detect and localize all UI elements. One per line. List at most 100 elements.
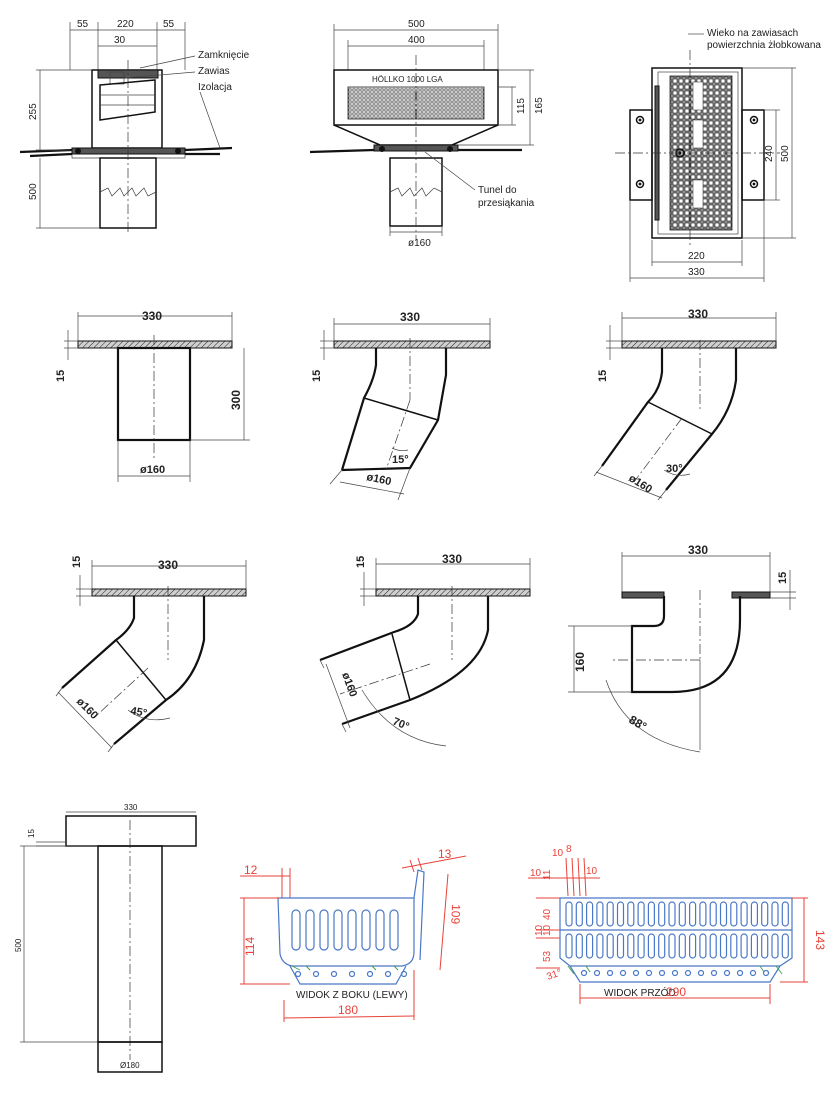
- dim-angle-31: 31°: [545, 967, 563, 983]
- dim-top-10b: 10: [530, 868, 542, 879]
- elbow-15: 330 15 15° ø160: [311, 310, 491, 501]
- basket-hole: [580, 969, 588, 977]
- basket-hole: [593, 969, 601, 977]
- dim-220: 220: [117, 19, 134, 30]
- basket-slot: [730, 901, 738, 927]
- housing-body: [91, 69, 163, 149]
- basket-hole: [762, 969, 770, 977]
- basket-slot: [761, 933, 769, 959]
- holes-front: [580, 969, 770, 977]
- basket-side-view: 12 13 114: [240, 847, 467, 1022]
- basket-outline: [277, 897, 415, 967]
- basket-slot: [616, 933, 625, 959]
- basket-slot: [637, 933, 645, 959]
- basket-slot: [719, 933, 728, 959]
- basket-hole: [710, 969, 718, 977]
- dim-flange: 15: [597, 370, 609, 382]
- view2-front-drawing: 500 400 HÖLLKO 1000 LGA ø160 115 165 Tun…: [309, 19, 545, 249]
- basket-slot: [771, 901, 779, 927]
- insulation-right: [184, 146, 233, 152]
- flange-left: [621, 591, 665, 599]
- flange: [333, 340, 491, 349]
- dim-diameter: ø160: [140, 464, 165, 476]
- dim-angle: 88°: [627, 712, 650, 733]
- basket-slot: [709, 933, 717, 959]
- label-wieko-2: powierzchnia żłobkowana: [707, 40, 821, 51]
- dim-114: 114: [243, 937, 257, 956]
- basket-hole: [619, 969, 627, 977]
- basket-slot: [750, 901, 759, 927]
- dim-top-8: 8: [566, 844, 572, 855]
- flange: [621, 340, 777, 349]
- basket-hole: [632, 969, 640, 977]
- basket-slot: [781, 933, 789, 959]
- basket-front-view: 10 8 10 10 11 40 10 10 53 31° 143 WIDOK …: [528, 844, 827, 1004]
- basket-slot: [719, 901, 728, 927]
- dim-diameter: ø160: [365, 471, 392, 488]
- dim-left-53: 53: [542, 950, 553, 962]
- dim-width: 330: [158, 558, 178, 572]
- dim-240: 240: [764, 145, 775, 162]
- basket-slot: [596, 901, 604, 927]
- side-view-title: WIDOK Z BOKU (LEWY): [296, 990, 408, 1001]
- basket-slot: [575, 933, 583, 959]
- dim-flange: 15: [27, 829, 36, 838]
- basket-slot: [606, 933, 614, 959]
- basket-slot: [678, 933, 686, 959]
- basket-slot: [565, 933, 573, 959]
- basket-hole: [749, 969, 757, 977]
- elbow-70: 330 15 70° ø160: [319, 552, 531, 747]
- elbow-30: 330 15 30° ø160: [593, 307, 777, 501]
- elbow-straight: 330 15 300 ø160: [55, 309, 250, 482]
- dim-left-11: 11: [542, 869, 553, 880]
- dim-height: 300: [229, 390, 243, 410]
- basket-slot: [740, 901, 748, 927]
- dim-12: 12: [244, 863, 258, 877]
- pipe: [630, 596, 742, 694]
- label-tunel: Tunel do: [478, 185, 517, 196]
- basket-slot: [585, 901, 594, 927]
- label-tunel-2: przesiąkania: [478, 198, 535, 209]
- dim-width: 330: [688, 307, 708, 321]
- basket-slot: [688, 901, 697, 927]
- dim-143: 143: [813, 930, 827, 950]
- dim-160: ø160: [408, 238, 431, 249]
- dim-diameter: ø160: [339, 671, 359, 699]
- label-wieko: Wieko na zawiasach: [707, 28, 798, 39]
- dim-diameter: ø160: [74, 696, 100, 722]
- basket-slot: [750, 933, 759, 959]
- basket-slot: [730, 933, 738, 959]
- dim-13: 13: [438, 847, 452, 861]
- view1-section-drawing: 55 220 55 30 255 500: [19, 19, 250, 235]
- basket-slot: [575, 901, 583, 927]
- dim-top-10a: 10: [552, 848, 564, 859]
- basket-slot: [740, 933, 748, 959]
- dim-width: 330: [400, 310, 420, 324]
- stamp: HÖLLKO 1000 LGA: [372, 75, 443, 84]
- basket-hole: [684, 969, 692, 977]
- basket-hole: [658, 969, 666, 977]
- dim-400: 400: [408, 35, 425, 46]
- basket-slot: [668, 933, 676, 959]
- dim-220: 220: [688, 251, 705, 262]
- dim-diameter: ø160: [626, 472, 654, 495]
- dim-left-40: 40: [542, 908, 553, 920]
- basket-slot: [688, 933, 697, 959]
- basket-slot: [771, 933, 779, 959]
- dim-165: 165: [534, 97, 545, 114]
- basket-slot: [658, 933, 666, 959]
- dim-500: 500: [408, 19, 425, 30]
- basket-slot: [699, 933, 707, 959]
- dim-109: 109: [448, 904, 463, 925]
- dim-height: 160: [573, 652, 587, 672]
- basket-slot: [627, 933, 635, 959]
- basket-slot: [761, 901, 769, 927]
- basket-slot: [647, 901, 656, 927]
- pipe: [61, 596, 206, 745]
- dim-flange: 15: [355, 556, 367, 568]
- flange: [71, 147, 186, 155]
- dim-width: 330: [688, 543, 708, 557]
- side-ear-left: [629, 109, 653, 201]
- dim-width: 330: [442, 552, 462, 566]
